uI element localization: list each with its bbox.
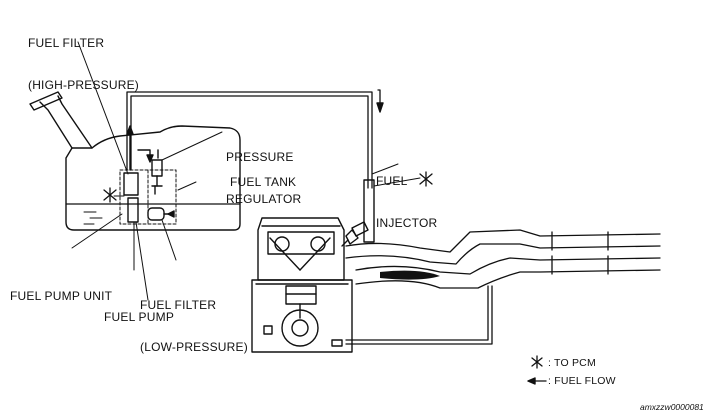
label-fuel-filter-hp-line2: (HIGH-PRESSURE) <box>28 78 140 92</box>
pressure-regulator <box>151 159 163 177</box>
label-fuel-filter-high-pressure: FUEL FILTER (HIGH-PRESSURE) <box>28 8 139 120</box>
label-fuel-filter-lp-line2: (LOW-PRESSURE) <box>140 340 248 354</box>
label-fuel-injector-line1: FUEL <box>376 174 408 188</box>
fuel-injector-body <box>341 221 369 247</box>
label-fuel-pump-unit: FUEL PUMP UNIT <box>10 289 113 303</box>
return-line <box>345 285 493 345</box>
pcm-asterisk-injector <box>419 171 433 187</box>
label-fuel-injector-line2: INJECTOR <box>376 216 438 230</box>
label-fuel-injector: FUEL INJECTOR <box>376 146 437 258</box>
label-pressure-regulator-line2: REGULATOR <box>226 192 302 206</box>
engine <box>251 217 353 353</box>
label-fuel-pump: FUEL PUMP <box>104 310 175 324</box>
figure-code: amxzzw0000081 <box>640 402 704 412</box>
intake-pipe <box>345 229 661 265</box>
fuel-pump <box>127 197 139 223</box>
exhaust-pipe <box>355 255 661 289</box>
fuel-supply-line <box>126 91 373 189</box>
fuel-filter-low-pressure <box>147 207 165 221</box>
fuel-rail <box>363 179 375 243</box>
label-fuel-filter-lp-line1: FUEL FILTER <box>140 298 217 312</box>
leader-lines <box>71 41 399 301</box>
label-fuel-filter-hp-line1: FUEL FILTER <box>28 36 105 50</box>
label-fuel-tank: FUEL TANK <box>230 175 297 189</box>
label-pressure-regulator-line1: PRESSURE <box>226 150 294 164</box>
label-fuel-filter-low-pressure: FUEL FILTER (LOW-PRESSURE) <box>140 270 248 382</box>
fuel-filter-high-pressure <box>123 172 139 196</box>
label-pressure-regulator: PRESSURE REGULATOR <box>226 122 301 234</box>
fuel-tank <box>29 91 241 231</box>
legend-to-pcm: : TO PCM <box>548 357 596 369</box>
legend-fuel-flow: : FUEL FLOW <box>548 375 616 387</box>
legend-symbols <box>527 355 547 385</box>
pcm-asterisk-tank <box>103 187 117 203</box>
fuel-surface-marks <box>83 211 103 225</box>
